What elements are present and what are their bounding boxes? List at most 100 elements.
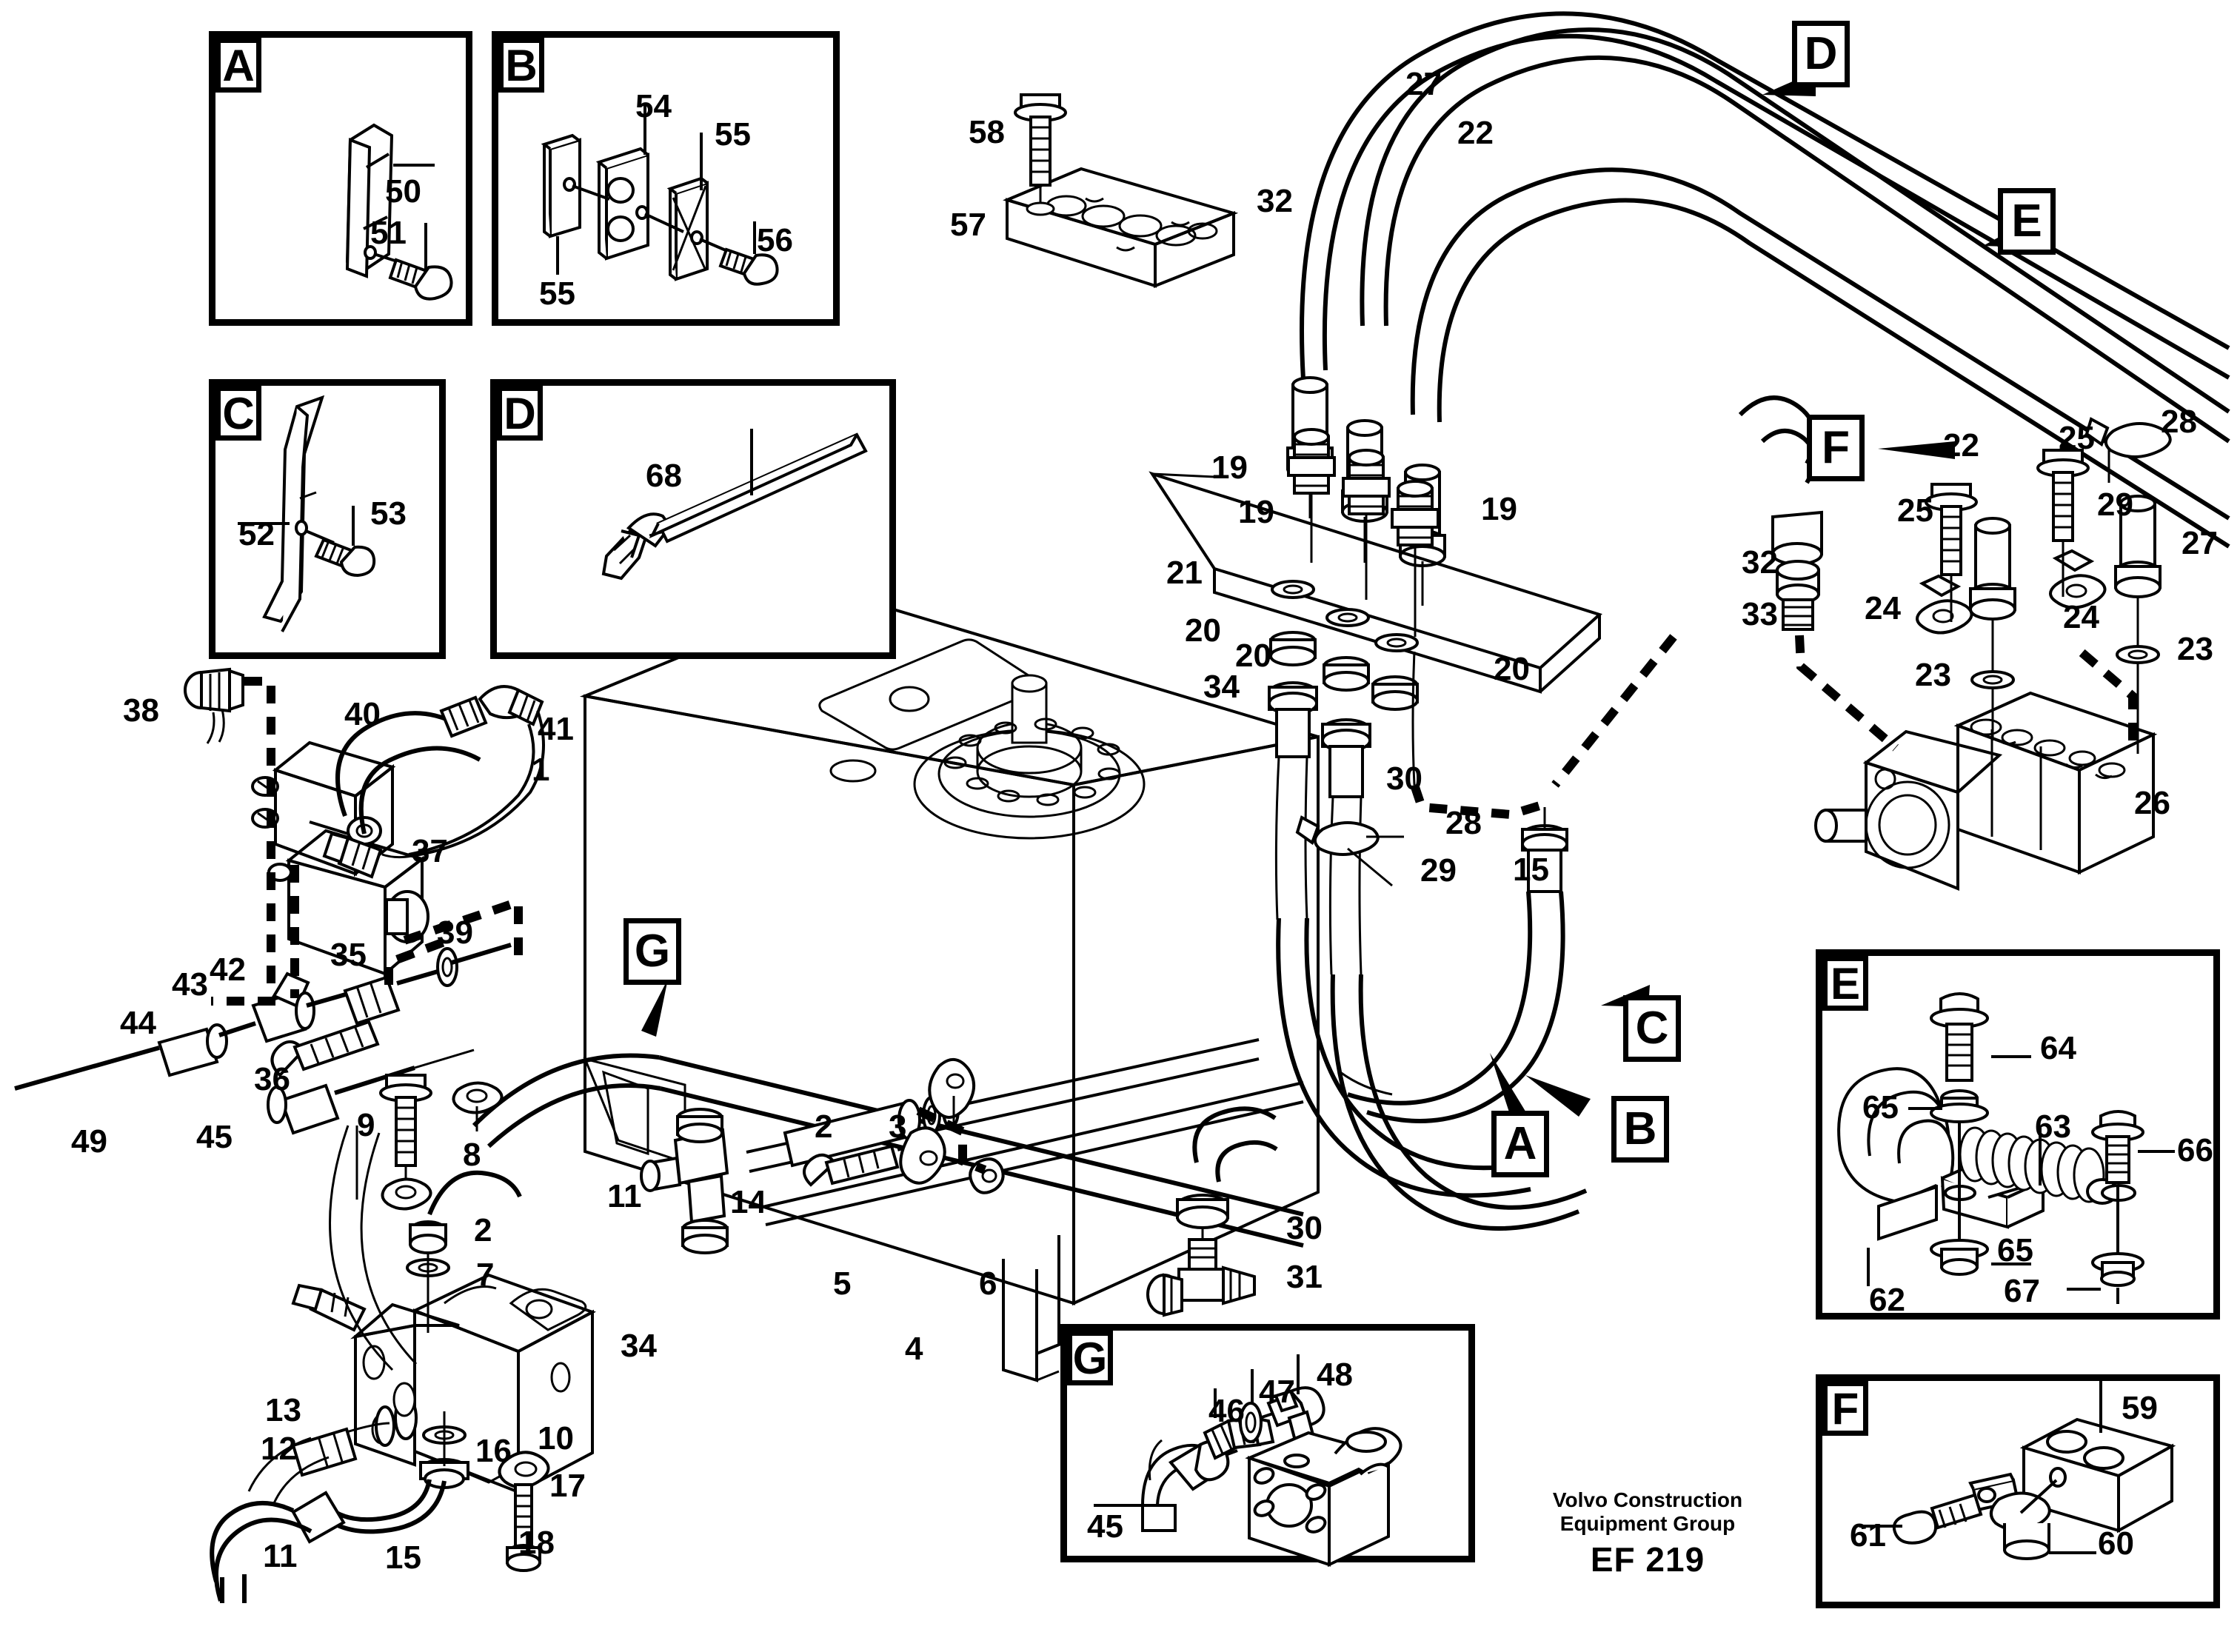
part-number-62: 62 [1869,1282,1905,1318]
drawing-number: EF 219 [1590,1540,1705,1579]
part-number-8: 8 [463,1137,481,1173]
brand-line-1: Volvo Construction [1552,1488,1743,1511]
part-number-39: 39 [437,914,473,951]
part-number-29: 29 [1420,852,1457,889]
pump-top-fittings [406,1170,522,1489]
part-number-10: 10 [538,1420,574,1457]
part-number-52: 52 [238,516,275,552]
detail-box-D: D [490,379,896,659]
part-number-47: 47 [1259,1374,1295,1410]
part-number-23: 23 [1915,657,1951,693]
section-callout-D: D [1792,21,1850,87]
part-number-25: 25 [2059,420,2095,456]
part-number-29: 29 [2097,486,2133,523]
detail-box-G: G [1060,1324,1475,1568]
part-number-28: 28 [2161,404,2197,440]
part-number-9: 9 [357,1107,375,1143]
part-number-54: 54 [635,88,672,124]
part-number-15: 15 [1513,852,1549,888]
detail-box-B: B [492,31,840,326]
part-number-19: 19 [1211,449,1248,486]
detail-box-A: A [209,31,472,326]
part-number-15: 15 [385,1539,421,1576]
part-number-4: 4 [905,1331,923,1367]
part-number-11: 11 [263,1538,298,1574]
part-number-59: 59 [2122,1390,2158,1426]
part-number-36: 36 [254,1061,290,1097]
part-number-41: 41 [538,711,574,747]
suction-line-42-49 [14,943,512,1135]
part-number-65: 65 [1862,1089,1899,1126]
detail-tag-D: D [497,386,543,441]
part-number-51: 51 [370,215,407,251]
part-number-65: 65 [1997,1232,2033,1268]
section-callout-E: E [1998,188,2056,255]
part-number-35: 35 [330,937,367,973]
part-number-1: 1 [532,752,550,788]
part-number-61: 61 [1850,1517,1886,1554]
part-number-49: 49 [71,1123,107,1160]
part-number-2: 2 [815,1108,833,1145]
right-hose-terminations [1738,395,2172,754]
part-number-22: 22 [1457,115,1494,151]
section-callout-F: F [1807,415,1865,481]
part-number-22: 22 [1943,427,1979,464]
mount-plate-21 [1149,428,1677,975]
part-number-57: 57 [950,207,986,243]
detail-tag-A: A [215,38,261,93]
part-number-60: 60 [2098,1525,2134,1562]
detail-tag-C: C [215,386,261,441]
part-number-50: 50 [385,173,421,210]
part-number-66: 66 [2177,1132,2213,1168]
part-number-17: 17 [549,1468,586,1504]
part-number-67: 67 [2004,1273,2040,1309]
part-number-5: 5 [833,1265,852,1302]
detail-box-E: E [1816,949,2220,1320]
part-number-40: 40 [344,696,381,732]
part-number-12: 12 [261,1431,297,1467]
part-number-27: 27 [1405,66,1442,102]
part-number-42: 42 [210,952,246,988]
part-number-30: 30 [1386,760,1422,797]
part-number-14: 14 [730,1184,766,1220]
part-number-20: 20 [1235,638,1271,674]
clamp-17-bolt-18 [498,1451,550,1572]
part-number-45: 45 [196,1119,233,1155]
part-number-2: 2 [474,1212,492,1248]
part-number-33: 33 [1742,596,1778,632]
part-number-23: 23 [2177,631,2213,667]
part-number-56: 56 [757,222,793,258]
lower-right-hoses [1276,891,1588,1231]
gear-pump-26 [1814,691,2158,891]
part-number-34: 34 [1203,669,1240,705]
part-number-30: 30 [1286,1210,1323,1246]
clamp-assembly-4-5-6 [803,1058,1005,1194]
part-number-24: 24 [1865,590,1901,626]
bolt-9-clamp-8 [355,1074,432,1211]
part-number-21: 21 [1166,555,1203,591]
detail-box-F: F [1816,1374,2220,1608]
detail-box-C: C [209,379,446,659]
part-number-11: 11 [607,1178,642,1214]
detail-tag-G: G [1067,1331,1113,1385]
part-number-43: 43 [172,966,208,1003]
part-number-34: 34 [621,1328,657,1364]
part-number-16: 16 [475,1433,512,1469]
detail-tag-B: B [498,38,544,93]
section-callout-B: B [1611,1096,1669,1163]
part-number-6: 6 [979,1265,997,1302]
brand-line-2: Equipment Group [1559,1512,1736,1536]
tee-fitting-14 [640,1108,729,1254]
part-number-64: 64 [2040,1030,2076,1066]
part-number-7: 7 [476,1257,495,1293]
part-number-19: 19 [1238,494,1274,530]
section-callout-A: A [1491,1111,1549,1177]
detail-tag-E: E [1822,956,1868,1011]
part-number-45: 45 [1087,1508,1123,1545]
part-number-46: 46 [1208,1393,1245,1429]
section-callout-G: G [623,918,681,985]
part-number-53: 53 [370,495,407,532]
part-number-13: 13 [265,1392,301,1428]
